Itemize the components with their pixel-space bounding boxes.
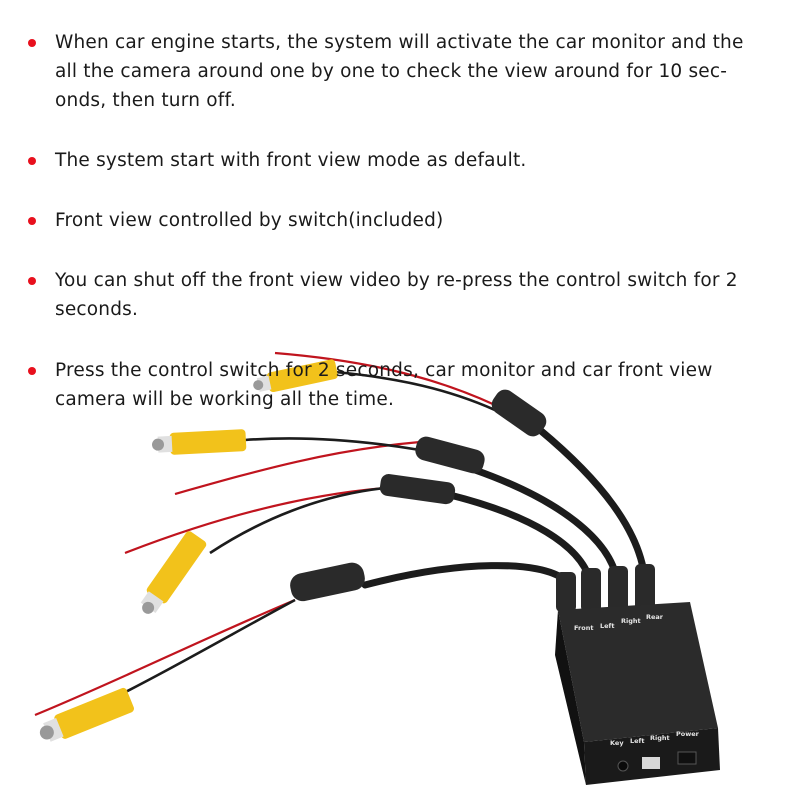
rear-cable <box>536 426 649 584</box>
rca-connector-icon <box>253 359 338 393</box>
rca-connectors <box>39 359 338 742</box>
control-box-icon: Front Left Right Rear Key Left Right Pow… <box>555 602 720 785</box>
connector-barrel <box>379 473 456 505</box>
line: camera will be working all the time. <box>55 389 395 410</box>
line: Front view controlled by switch(included… <box>55 210 444 231</box>
red-wires <box>34 351 496 717</box>
bullet-dot-icon <box>28 367 36 375</box>
rca-connector-icon <box>39 687 134 742</box>
port-label: Right <box>621 617 641 625</box>
connector-barrel <box>415 436 485 474</box>
line: You can shut off the front view video by… <box>55 270 738 291</box>
red-wire <box>274 351 496 406</box>
bullet-dot-icon <box>28 277 36 285</box>
signal-wires <box>99 370 496 707</box>
line: When car engine starts, the system will … <box>55 32 744 53</box>
bullet-dot-icon <box>28 39 36 47</box>
port-label: Right <box>650 734 670 742</box>
red-wire <box>34 598 296 717</box>
line: onds, then turn off. <box>55 90 236 111</box>
power-port <box>677 751 697 765</box>
line: all the camera around one by one to chec… <box>55 61 728 82</box>
bullet-dot-icon <box>28 157 36 165</box>
port-label: Left <box>600 622 615 630</box>
socket <box>635 564 655 612</box>
port-label: Front <box>574 624 593 632</box>
feature-item: Press the control switch for 2 seconds, … <box>28 356 795 414</box>
line: Press the control switch for 2 seconds, … <box>55 360 713 381</box>
port-label: Power <box>676 730 700 738</box>
black-wire <box>334 370 496 412</box>
rca-connector-icon <box>152 429 247 455</box>
red-wire <box>124 486 386 555</box>
black-wire <box>99 598 296 707</box>
switch-port <box>642 757 660 769</box>
socket <box>608 566 628 612</box>
bullet-dot-icon <box>28 217 36 225</box>
rca-connector-icon <box>140 531 207 614</box>
connector-barrel <box>491 389 547 437</box>
black-wire <box>209 486 386 555</box>
feature-item: When car engine starts, the system will … <box>28 28 795 115</box>
connector-barrel <box>290 562 365 602</box>
socket <box>556 572 576 612</box>
feature-item: You can shut off the front view video by… <box>28 266 795 324</box>
left-cable <box>446 491 594 584</box>
socket <box>581 568 601 612</box>
feature-item: The system start with front view mode as… <box>28 146 795 175</box>
line: The system start with front view mode as… <box>55 150 527 171</box>
line: seconds. <box>55 299 139 320</box>
black-wire <box>244 437 421 452</box>
inline-connectors <box>290 389 547 602</box>
port-label: Rear <box>646 613 664 621</box>
port-label: Left <box>630 737 645 745</box>
feature-item: Front view controlled by switch(included… <box>28 206 795 235</box>
front-cable <box>361 562 569 589</box>
right-cable <box>471 466 621 584</box>
port-label: Key <box>610 739 624 747</box>
key-jack <box>617 760 629 772</box>
box-sockets <box>556 564 655 612</box>
cables <box>361 426 649 589</box>
